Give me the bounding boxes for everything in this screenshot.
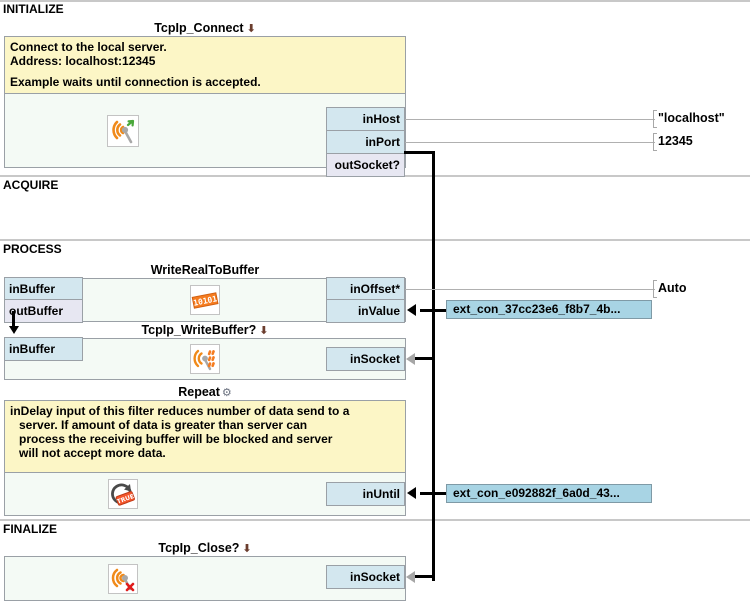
port-inBuffer-write-real[interactable]: inBuffer	[4, 277, 83, 301]
port-label: outBuffer	[9, 304, 63, 318]
constant-port-value[interactable]: 12345	[658, 134, 693, 148]
port-label: inSocket	[349, 352, 400, 366]
filter-title-tcpip-connect: TcpIp_Connect⬇	[4, 21, 406, 36]
filter-note-tcpip-connect: Connect to the local server. Address: lo…	[5, 37, 405, 94]
section-label-finalize: FINALIZE	[3, 522, 57, 536]
filter-icon-area-repeat: TRUE	[5, 473, 405, 515]
constant-bracket	[653, 110, 657, 128]
arrowhead-inValue	[407, 304, 416, 316]
section-divider-top	[0, 0, 750, 2]
filter-title-text: WriteRealToBuffer	[150, 263, 260, 277]
arrowhead-inSocket-writebuffer	[406, 353, 415, 365]
svg-text:TRUE: TRUE	[116, 493, 135, 506]
link-inUntil	[420, 492, 447, 495]
ext-connector-until[interactable]: ext_con_e092882f_6a0d_43...	[446, 484, 652, 503]
filter-title-tcpip-writebuffer: TcpIp_WriteBuffer?⬇	[4, 323, 406, 338]
tcp-write-icon	[5, 339, 405, 379]
filter-title-write-real-to-buffer: WriteRealToBuffer	[4, 263, 406, 277]
constant-bracket	[653, 280, 657, 298]
arrowhead-inSocket-close	[406, 571, 415, 583]
chevron-down-icon[interactable]: ⬇	[242, 543, 252, 555]
filter-title-text: TcpIp_Connect	[154, 21, 244, 35]
wire-inHost	[405, 119, 655, 120]
repeat-true-icon: TRUE	[0, 473, 323, 515]
filter-repeat[interactable]: Repeat⚙ inDelay input of this filter red…	[4, 385, 406, 516]
port-outSocket[interactable]: outSocket?	[326, 153, 405, 177]
port-label: inBuffer	[9, 342, 55, 356]
constant-host-value[interactable]: "localhost"	[658, 111, 725, 125]
port-inSocket-close[interactable]: inSocket	[326, 565, 405, 589]
bus-socket-vertical	[432, 151, 435, 581]
wire-inOffset	[405, 289, 655, 290]
wire-inPort	[405, 142, 655, 143]
port-label: inHost	[362, 112, 400, 126]
port-inBuffer-writebuffer[interactable]: inBuffer	[4, 337, 83, 361]
port-inValue[interactable]: inValue	[326, 299, 405, 323]
note-line: Example waits until connection is accept…	[10, 75, 261, 89]
bus-outSocket-horizontal	[404, 151, 435, 154]
binary-buffer-icon: 10101	[5, 279, 405, 321]
filter-body-repeat: inDelay input of this filter reduces num…	[4, 400, 406, 516]
tcp-close-icon	[0, 557, 323, 600]
port-inSocket-writebuffer[interactable]: inSocket	[326, 347, 405, 371]
filter-icon-area-writebuffer	[5, 339, 405, 379]
link-inSocket-writebuffer	[415, 357, 435, 360]
filter-title-repeat: Repeat⚙	[4, 385, 406, 400]
note-line: inDelay input of this filter reduces num…	[10, 404, 350, 418]
filter-icon-area-tcpip-connect	[5, 94, 405, 167]
filter-title-text: TcpIp_WriteBuffer?	[141, 323, 257, 337]
arrowhead-inUntil	[407, 487, 416, 499]
port-inUntil[interactable]: inUntil	[326, 482, 405, 506]
note-spacer	[10, 68, 400, 75]
port-label: inBuffer	[9, 282, 55, 296]
filter-note-repeat: inDelay input of this filter reduces num…	[5, 401, 405, 473]
port-label: inUntil	[362, 487, 400, 501]
note-line: will not accept more data.	[19, 446, 166, 460]
constant-bracket	[653, 133, 657, 151]
port-label: inSocket	[349, 570, 400, 584]
flow-stem-outBuffer	[12, 311, 15, 330]
note-line: Address: localhost:12345	[10, 54, 156, 68]
section-label-acquire: ACQUIRE	[3, 178, 59, 192]
note-line: Connect to the local server.	[10, 40, 167, 54]
filter-title-text: TcpIp_Close?	[158, 541, 240, 555]
port-label: inPort	[365, 135, 400, 149]
filter-icon-area-write-real: 10101	[5, 279, 405, 321]
constant-offset-value[interactable]: Auto	[658, 281, 687, 295]
port-outBuffer-write-real[interactable]: outBuffer	[4, 299, 83, 323]
port-label: outSocket?	[334, 158, 400, 172]
link-inSocket-close	[415, 575, 435, 578]
port-inOffset[interactable]: inOffset*	[326, 277, 405, 301]
chevron-down-icon[interactable]: ⬇	[259, 325, 269, 337]
flow-arrow-outBuffer	[9, 326, 19, 334]
gear-icon[interactable]: ⚙	[221, 387, 232, 399]
section-divider-finalize	[0, 519, 750, 521]
filter-title-tcpip-close: TcpIp_Close?⬇	[4, 541, 406, 556]
note-line: server. If amount of data is greater tha…	[19, 418, 308, 432]
port-label: inValue	[357, 304, 400, 318]
chevron-down-icon[interactable]: ⬇	[246, 23, 256, 35]
tcp-connect-icon	[0, 94, 323, 167]
port-inHost[interactable]: inHost	[326, 107, 405, 131]
section-label-process: PROCESS	[3, 242, 62, 256]
section-divider-process	[0, 239, 750, 241]
port-inPort[interactable]: inPort	[326, 130, 405, 154]
link-inValue	[420, 309, 447, 312]
filter-icon-area-close	[5, 557, 405, 600]
note-line: process the receiving buffer will be blo…	[19, 432, 333, 446]
port-label: inOffset*	[349, 282, 400, 296]
section-label-initialize: INITIALIZE	[3, 2, 64, 16]
ext-connector-value[interactable]: ext_con_37cc23e6_f8b7_4b...	[446, 300, 652, 319]
filter-title-text: Repeat	[178, 385, 220, 399]
